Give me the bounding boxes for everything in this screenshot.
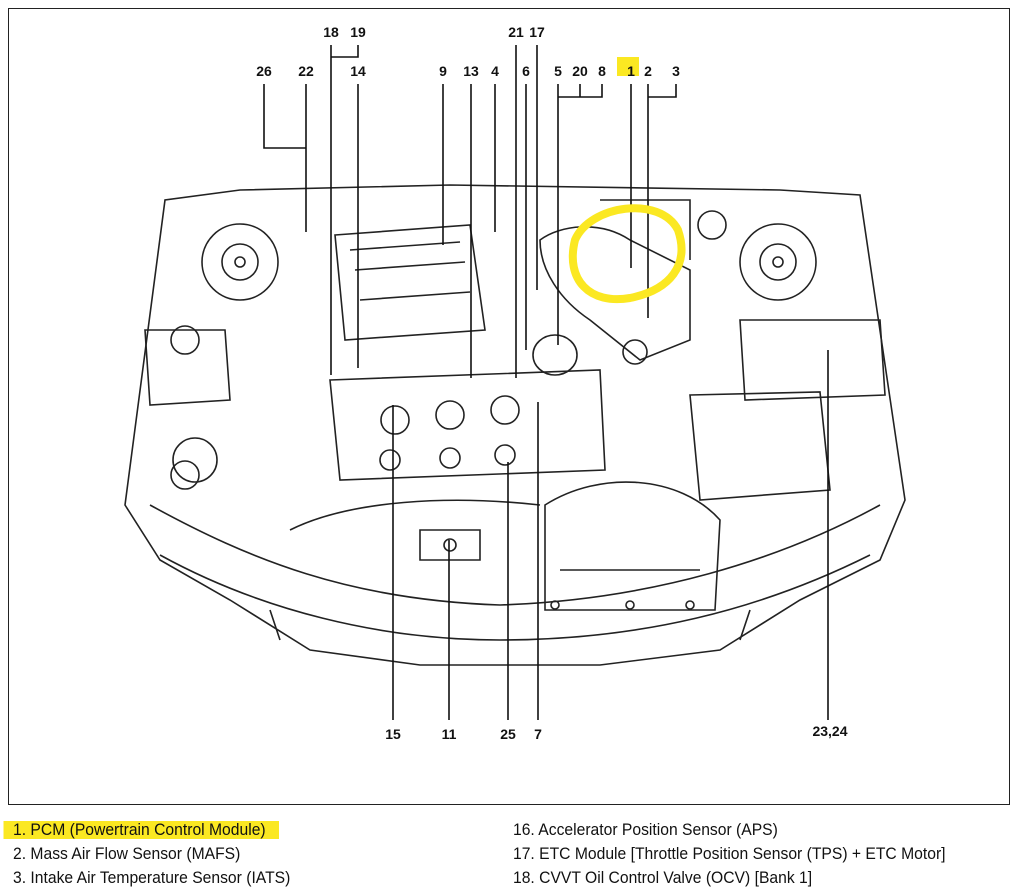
label-7: 7 [534, 726, 542, 742]
label-11: 11 [442, 726, 457, 742]
engine-compartment-diagram: 18 19 21 17 26 22 14 9 13 4 6 5 20 8 1 2… [124, 24, 906, 742]
label-4: 4 [491, 63, 499, 79]
label-13: 13 [463, 63, 479, 79]
label-21: 21 [508, 24, 524, 40]
top-labels: 18 19 21 17 26 22 14 9 13 4 6 5 20 8 1 2… [256, 24, 680, 79]
legend-item-3: 3. Intake Air Temperature Sensor (IATS) [13, 869, 291, 887]
legend-item-1: 1. PCM (Powertrain Control Module) [3, 821, 279, 839]
label-15: 15 [385, 726, 401, 742]
pcm-highlight-circle [568, 204, 686, 304]
label-8: 8 [598, 63, 606, 79]
diagram-frame [8, 8, 1010, 805]
legend-item-2: 2. Mass Air Flow Sensor (MAFS) [13, 845, 241, 863]
bottom-labels: 15 11 25 7 23,24 [385, 723, 848, 742]
label-5: 5 [554, 63, 562, 79]
label-18: 18 [323, 24, 339, 40]
label-20: 20 [572, 63, 588, 79]
label-19: 19 [350, 24, 366, 40]
label-1: 1 [627, 63, 635, 79]
label-9: 9 [439, 63, 447, 79]
label-6: 6 [522, 63, 530, 79]
legend-left: 1. PCM (Powertrain Control Module) 2. Ma… [3, 818, 291, 890]
leader-lines [263, 45, 829, 720]
legend-item-17: 17. ETC Module [Throttle Position Sensor… [513, 845, 946, 863]
label-2: 2 [644, 63, 652, 79]
label-23-24: 23,24 [812, 723, 847, 739]
label-1-highlight [617, 57, 639, 76]
legend-right: 16. Accelerator Position Sensor (APS) 17… [513, 818, 946, 890]
legend-item-16: 16. Accelerator Position Sensor (APS) [513, 821, 778, 839]
label-17: 17 [529, 24, 545, 40]
engine-drawing [124, 184, 906, 666]
label-25: 25 [500, 726, 516, 742]
label-3: 3 [672, 63, 680, 79]
label-22: 22 [298, 63, 314, 79]
legend-item-18: 18. CVVT Oil Control Valve (OCV) [Bank 1… [513, 869, 813, 887]
label-26: 26 [256, 63, 272, 79]
label-14: 14 [350, 63, 366, 79]
